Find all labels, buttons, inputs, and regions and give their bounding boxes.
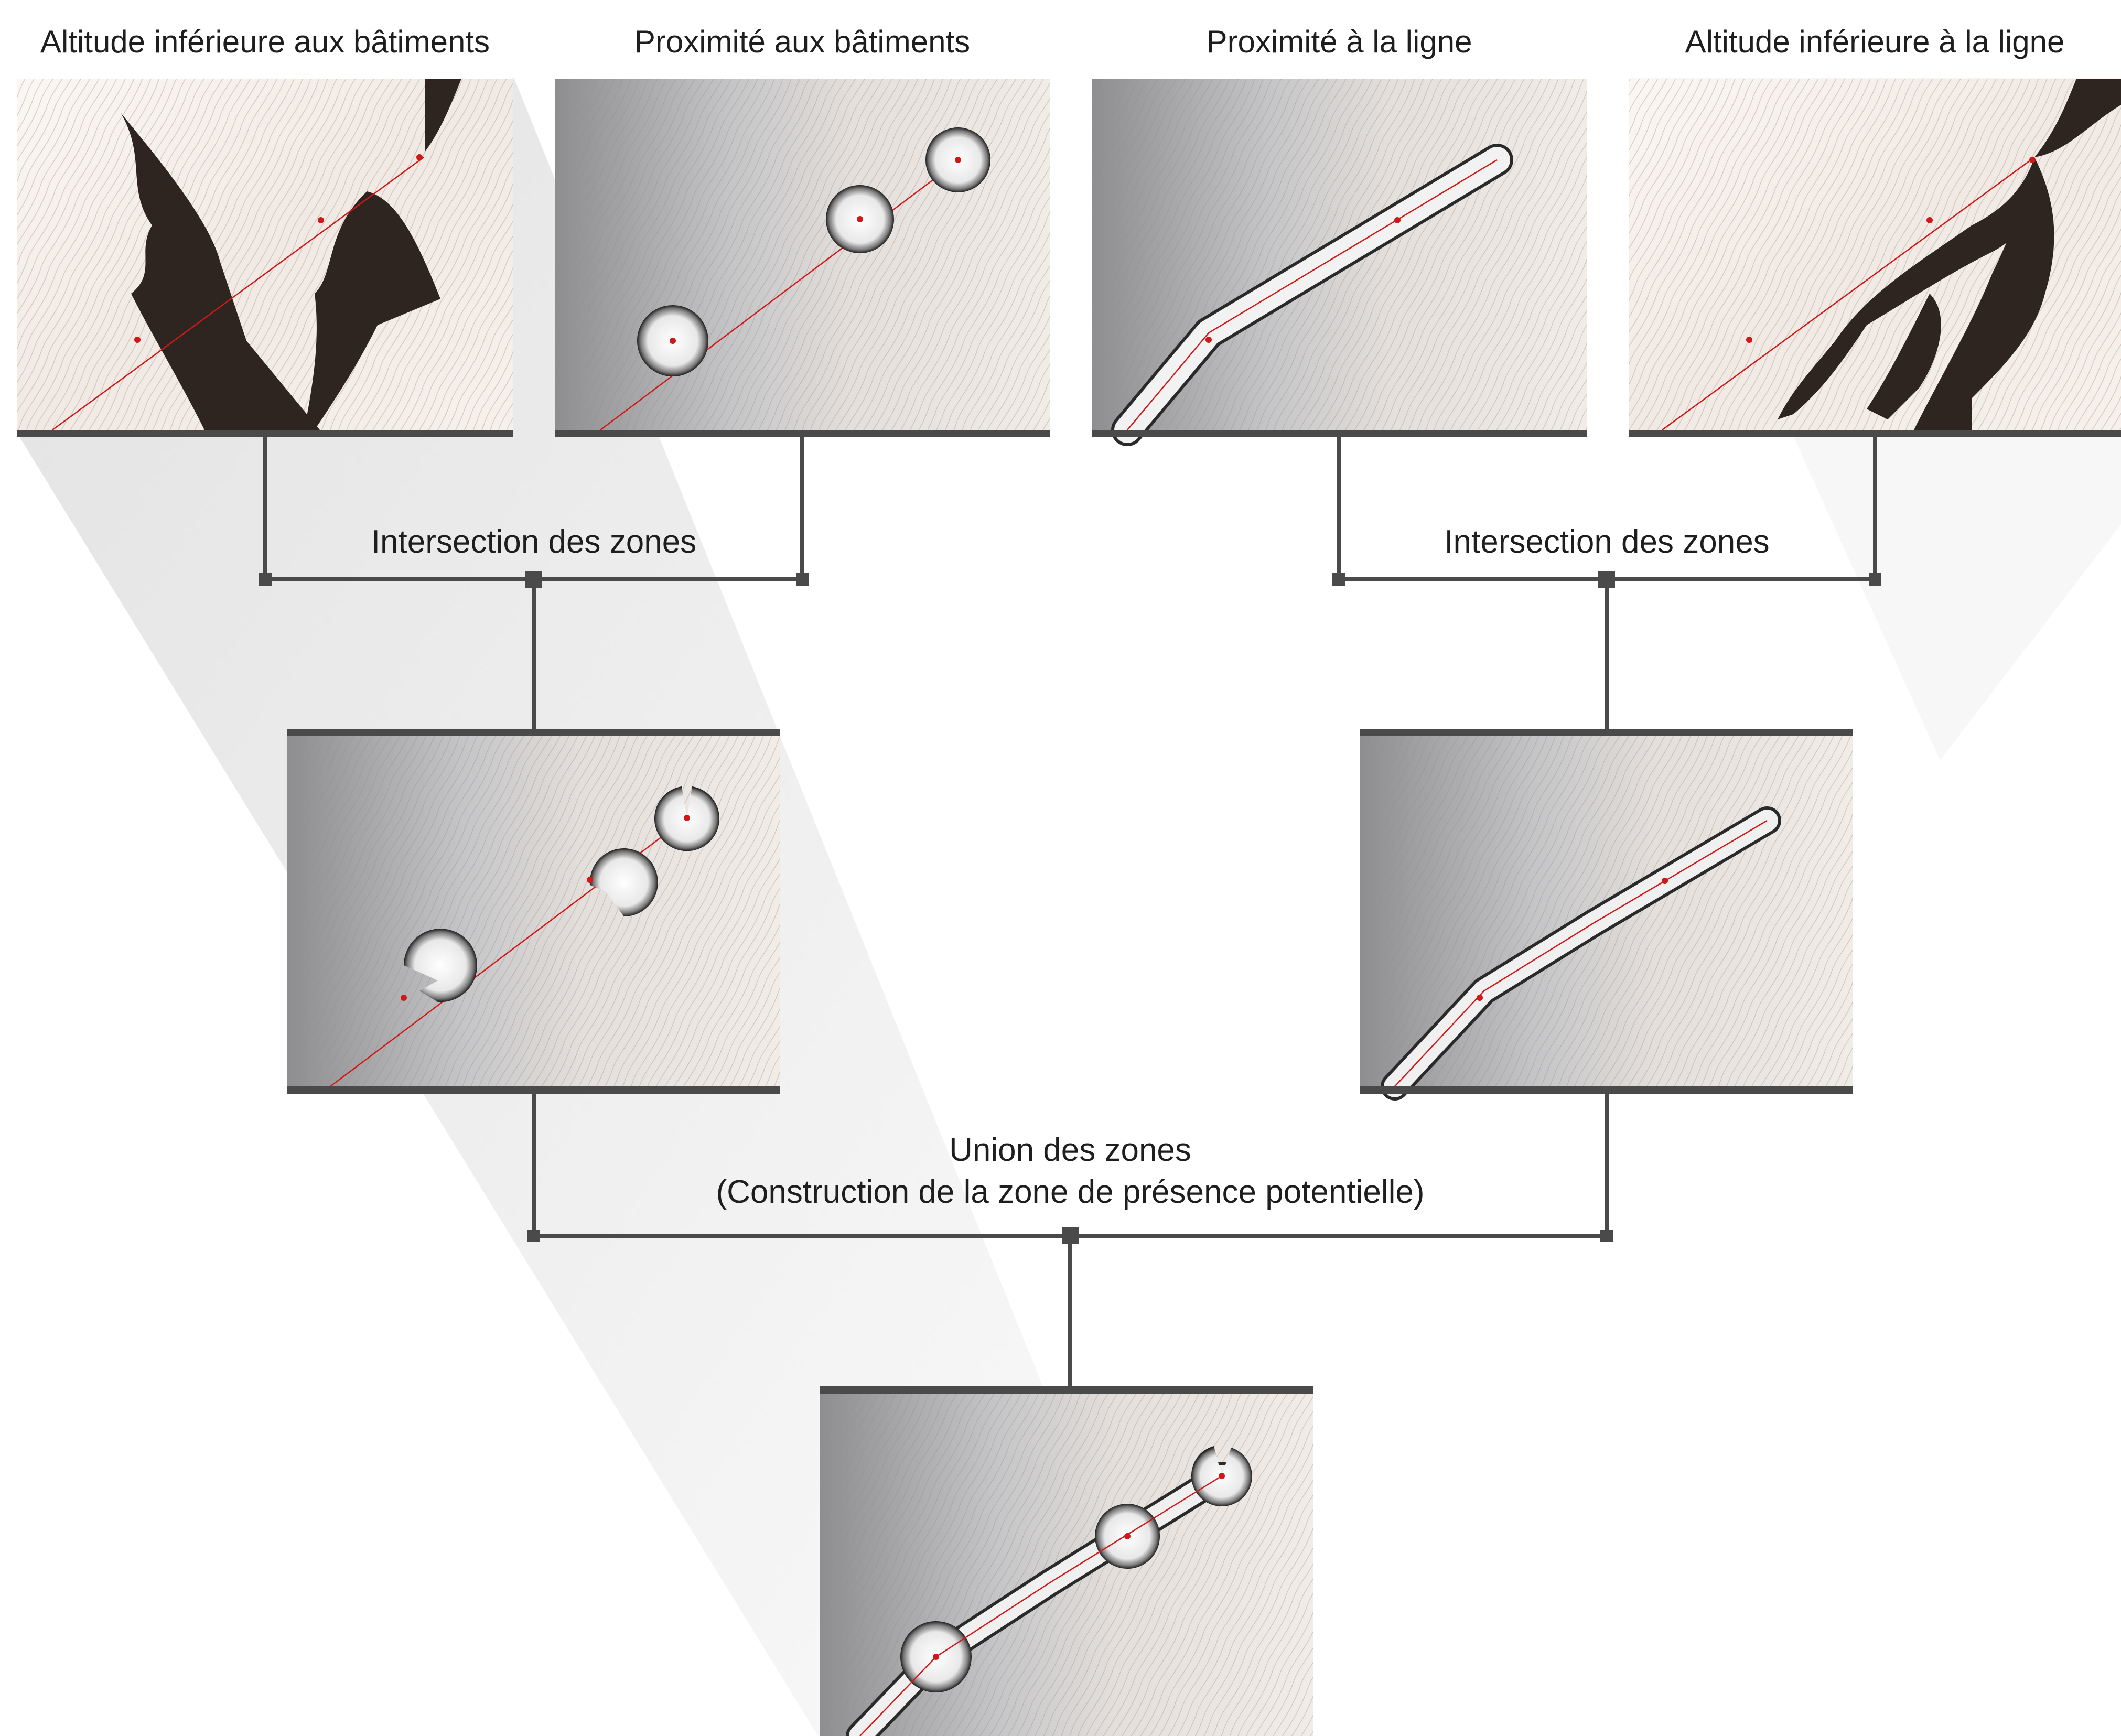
label-union: Union des zones xyxy=(949,1132,1191,1168)
route xyxy=(859,1475,1222,1736)
label-intersection-left: Intersection des zones xyxy=(371,524,697,560)
building-marker xyxy=(401,995,407,1001)
masked-zone xyxy=(1914,157,2054,430)
title-altitude-buildings: Altitude inférieure aux bâtiments xyxy=(40,24,490,59)
building-marker xyxy=(670,338,676,344)
masked-zone xyxy=(425,79,461,152)
building-marker xyxy=(684,815,690,821)
buffer-disc-clipped xyxy=(589,848,658,916)
route xyxy=(1127,159,1498,430)
building-marker xyxy=(318,217,324,223)
building-marker xyxy=(955,157,961,163)
map-altitude-buildings xyxy=(17,79,513,437)
title-proximity-line: Proximité à la ligne xyxy=(1206,24,1472,59)
route xyxy=(1394,820,1768,1087)
building-marker xyxy=(1926,217,1933,223)
building-marker xyxy=(1124,1533,1131,1539)
route xyxy=(600,159,960,430)
building-marker xyxy=(2029,157,2036,163)
label-intersection-right: Intersection des zones xyxy=(1444,524,1770,560)
building-marker xyxy=(1219,1473,1225,1479)
connector-nodes xyxy=(259,571,1881,1244)
map-union xyxy=(820,1386,1313,1736)
masked-zone xyxy=(1778,157,2038,419)
building-marker xyxy=(134,337,141,343)
masked-zone xyxy=(304,191,440,430)
building-marker xyxy=(1205,337,1212,343)
map-intersection-line xyxy=(1360,729,1853,1101)
masked-zone xyxy=(1867,294,1941,419)
masked-zone xyxy=(2034,79,2121,157)
route xyxy=(1662,156,2035,431)
route xyxy=(52,156,424,431)
building-marker xyxy=(933,1654,939,1660)
building-marker xyxy=(416,154,423,160)
label-union-subtitle: (Construction de la zone de présence pot… xyxy=(716,1174,1425,1210)
map-altitude-line xyxy=(1629,79,2121,437)
building-marker xyxy=(587,877,593,883)
title-altitude-line: Altitude inférieure à la ligne xyxy=(1685,24,2065,59)
map-proximity-buildings xyxy=(555,79,1050,437)
building-marker xyxy=(1662,878,1668,884)
building-marker xyxy=(1477,995,1483,1001)
buffer-disc-clipped xyxy=(404,929,477,1002)
map-proximity-line xyxy=(1092,79,1587,446)
building-marker xyxy=(1746,337,1752,343)
building-marker xyxy=(857,216,863,222)
masked-zone xyxy=(121,113,320,430)
title-proximity-buildings: Proximité aux bâtiments xyxy=(634,24,971,59)
building-marker xyxy=(1394,217,1401,223)
map-intersection-buildings xyxy=(287,729,780,1094)
